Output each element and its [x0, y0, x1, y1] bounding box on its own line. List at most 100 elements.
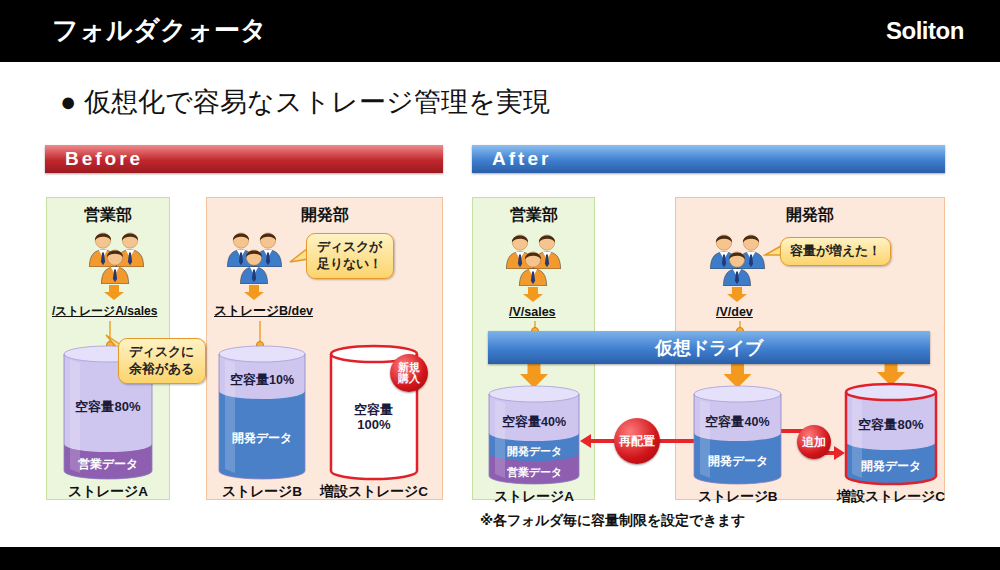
leader-line	[534, 321, 536, 330]
free-capacity: 空容量40%	[502, 415, 566, 429]
data-segment-label: 営業データ	[78, 458, 138, 471]
free-capacity: 空容量40%	[705, 415, 769, 429]
department-panel: 開発部ディスクが 足りない！ 空容量10% 開発データストレージB 空容量 100% 増…	[206, 197, 443, 500]
data-segment-label: 営業データ	[507, 466, 562, 479]
folder-path: /ストレージA/sales	[52, 303, 157, 320]
cylinder-top	[489, 386, 579, 402]
free-capacity: 空容量80%	[858, 418, 923, 433]
person-icon	[519, 252, 546, 286]
virtual-drive-bar: 仮想ドライブ	[488, 331, 930, 364]
data-segment-label: 開発データ	[232, 432, 292, 446]
panel-heading: 開発部	[676, 205, 944, 226]
cylinder-outline	[694, 394, 781, 484]
data-segment-label: 開発データ	[507, 445, 562, 458]
person-icon	[710, 235, 737, 269]
leader-dot	[737, 328, 744, 335]
mapping-arrow	[731, 364, 744, 374]
slide-title: フォルダクォータ	[52, 13, 267, 48]
bubble-tail	[765, 246, 781, 255]
person-icon	[723, 252, 750, 286]
free-capacity: 空容量80%	[75, 400, 140, 415]
company-logo: Soliton	[886, 17, 964, 45]
drive-label: 仮想ドライブ	[655, 336, 763, 360]
cylinder-highlight	[337, 360, 347, 473]
storage-cylinder: 空容量10% 開発データストレージB	[219, 346, 305, 504]
cylinder-top	[219, 346, 305, 362]
edge-label: 追加	[797, 425, 831, 459]
person-icon	[89, 233, 116, 267]
access-arrow	[244, 285, 264, 300]
folder-path: /V/dev	[716, 305, 753, 319]
badge-text: 新規 購入	[397, 362, 421, 384]
person-icon	[116, 233, 143, 267]
panel-heading: 営業部	[47, 205, 169, 226]
person-icon	[227, 233, 254, 267]
storage-name: 増設ストレージC	[320, 484, 428, 500]
sales-people-icon	[89, 233, 143, 284]
folder-path: ストレージB/dev	[214, 303, 313, 320]
cylinder-outline	[219, 354, 305, 479]
panel-heading: 営業部	[473, 205, 594, 226]
data-segment-label: 開発データ	[861, 460, 921, 473]
bubble-text: 容量が増えた！	[790, 243, 881, 260]
dev-people-icon	[227, 233, 281, 284]
bubble-tail	[290, 248, 308, 262]
footnote: ※各フォルダ毎に容量制限を設定できます	[480, 512, 745, 530]
bubble-text: ディスクに 余裕がある	[128, 344, 196, 378]
leader-line	[109, 321, 111, 344]
new-storage-cylinder: 空容量 100%増設ストレージC新規 購入	[331, 346, 417, 504]
before-band: Before	[45, 145, 443, 173]
free-capacity: 空容量 100%	[351, 403, 398, 433]
speech-bubble: ディスクに 余裕がある	[118, 338, 206, 384]
leader-dot	[107, 342, 114, 349]
cylinder-outline	[489, 394, 579, 484]
subtitle: ● 仮想化で容易なストレージ管理を実現	[60, 84, 550, 120]
storage-name: ストレージA	[68, 484, 148, 500]
access-arrow	[104, 285, 124, 300]
leader-line	[259, 321, 261, 344]
person-icon	[240, 250, 267, 284]
cylinder-top	[694, 386, 781, 402]
mapping-arrow	[885, 364, 898, 372]
edge-label: 再配置	[614, 418, 660, 464]
cylinder-highlight	[495, 400, 505, 478]
storage-name: ストレージB	[222, 484, 302, 500]
new-purchase-badge: 新規 購入	[390, 354, 428, 392]
sales-people-icon	[506, 235, 560, 286]
speech-bubble: ディスクが 足りない！	[306, 233, 394, 279]
storage-name: ストレージB	[698, 489, 778, 505]
cylinder-shape	[694, 386, 781, 486]
free-capacity: 空容量10%	[230, 373, 294, 387]
bubble-tail	[106, 335, 124, 356]
band-title: After	[472, 145, 551, 173]
dev-people-icon	[710, 235, 764, 286]
cylinder-highlight	[70, 360, 80, 473]
person-icon	[101, 250, 128, 284]
after-band: After	[472, 145, 945, 173]
person-icon	[254, 233, 281, 267]
leader-line	[739, 321, 741, 330]
bubble-text: ディスクが 足りない！	[316, 239, 384, 273]
footer-bar	[0, 547, 1000, 570]
access-arrow	[727, 287, 747, 302]
storage-cylinder: 空容量40%開発データ営業データストレージA	[489, 386, 579, 508]
panel-heading: 開発部	[207, 205, 442, 226]
speech-bubble: 容量が増えた！	[780, 237, 891, 266]
new-storage-cylinder: 空容量80%開発データ増設ストレージC	[846, 384, 936, 508]
person-icon	[533, 235, 560, 269]
folder-path: /V/sales	[509, 305, 556, 319]
data-segment-label: 開発データ	[708, 455, 768, 468]
person-icon	[737, 235, 764, 269]
cylinder-outline	[846, 392, 936, 484]
storage-name: 増設ストレージC	[837, 489, 945, 505]
band-title: Before	[45, 145, 143, 173]
cylinder-highlight	[852, 398, 862, 478]
storage-cylinder: 空容量40% 開発データストレージB	[694, 386, 781, 508]
person-icon	[506, 235, 533, 269]
leader-dot	[532, 328, 539, 335]
leader-dot	[257, 342, 264, 349]
cylinder-top	[846, 384, 936, 400]
